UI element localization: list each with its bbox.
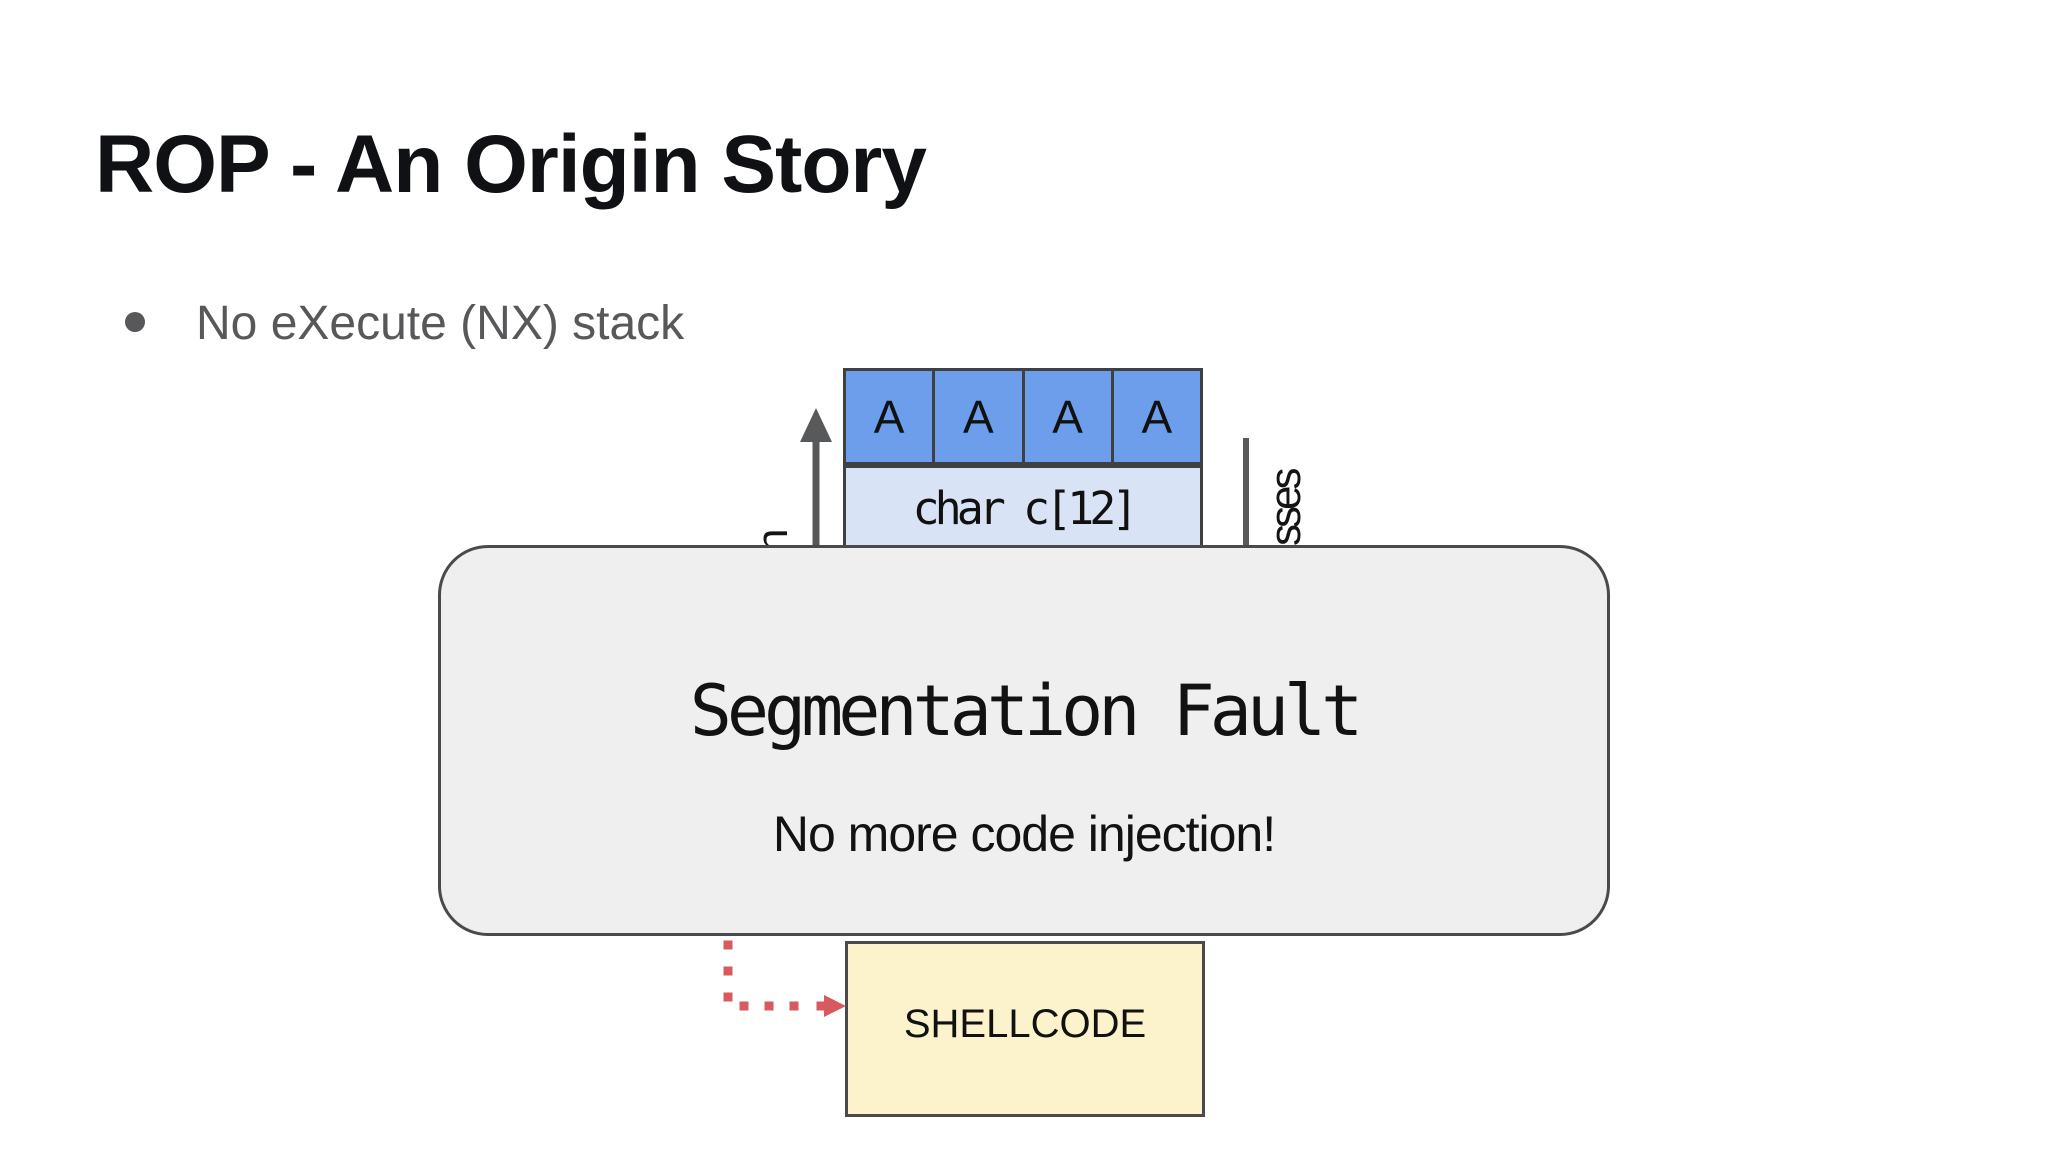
right-axis-label-fragment: sses: [1262, 471, 1310, 546]
stack-cell: A: [1110, 371, 1200, 462]
overflow-cells-row: A A A A: [843, 368, 1203, 465]
stack-cell: A: [846, 371, 933, 462]
segfault-callout-subtitle: No more code injection!: [772, 806, 1276, 862]
bullet-text: No eXecute (NX) stack: [196, 297, 685, 350]
segfault-callout-title: Segmentation Fault: [689, 670, 1364, 752]
shellcode-cell: SHELLCODE: [845, 941, 1205, 1117]
buffer-cell: char c[12]: [843, 465, 1203, 560]
shellcode-label: SHELLCODE: [903, 1002, 1147, 1046]
address-axis-line: [1243, 438, 1249, 548]
stack-cell: A: [932, 371, 1022, 462]
bullet-dot: [125, 312, 145, 332]
segfault-callout: [438, 545, 1610, 936]
slide-title: ROP - An Origin Story: [95, 119, 927, 210]
left-axis-label-fragment: n: [757, 527, 797, 546]
dotted-arrow-icon: [723, 940, 846, 1017]
stack-cell: A: [1021, 371, 1111, 462]
buffer-label: char c[12]: [912, 482, 1139, 535]
up-arrow-icon: [800, 408, 832, 548]
